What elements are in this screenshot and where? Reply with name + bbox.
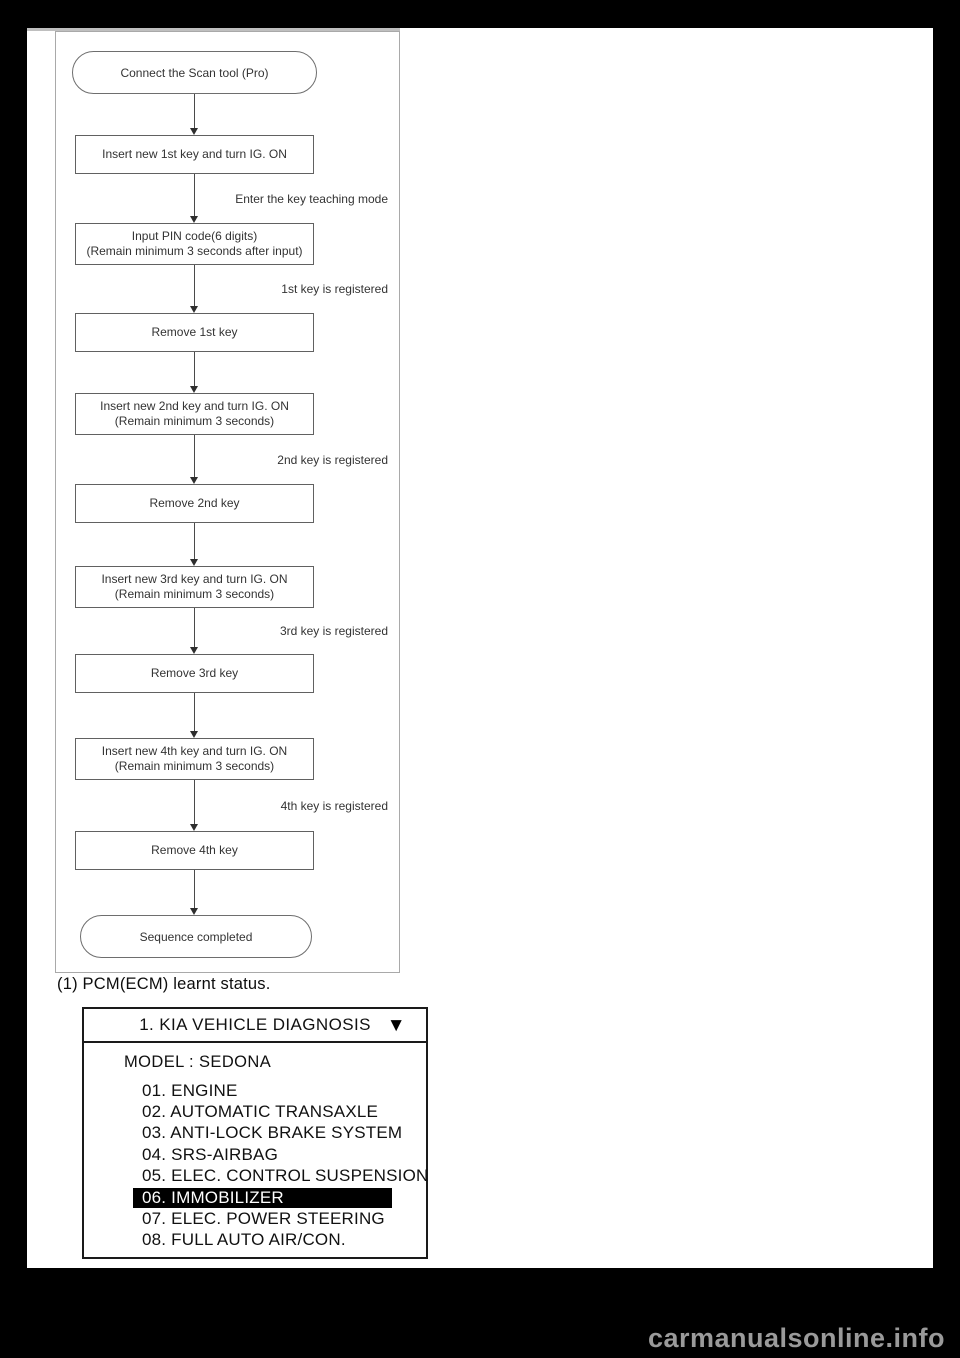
flow-step-label: Remove 1st key xyxy=(151,325,238,339)
flowchart-panel: Connect the Scan tool (Pro) Insert new 1… xyxy=(55,31,400,973)
flow-step-remove-1st-key: Remove 1st key xyxy=(75,313,314,352)
flow-note-3rd-key-registered: 3rd key is registered xyxy=(279,624,388,638)
menu-item-elec-control-suspension: 05. ELEC. CONTROL SUSPENSION xyxy=(142,1166,429,1186)
selected-menu-highlight: 06. IMMOBILIZER xyxy=(133,1187,392,1208)
flow-arrow: 4th key is registered xyxy=(56,780,399,831)
flow-step-label: Insert new 4th key and turn IG. ON xyxy=(101,744,288,758)
flow-step-label: Remove 3rd key xyxy=(150,666,239,680)
flow-arrow xyxy=(56,523,399,566)
flow-step-label: Insert new 2nd key and turn IG. ON xyxy=(100,399,289,413)
flow-step-insert-4th-key: Insert new 4th key and turn IG. ON (Rema… xyxy=(75,738,314,780)
flow-step-remove-2nd-key: Remove 2nd key xyxy=(75,484,314,523)
pcm-learnt-status-caption: (1) PCM(ECM) learnt status. xyxy=(57,975,271,993)
screen-title: 1. KIA VEHICLE DIAGNOSIS xyxy=(139,1015,371,1034)
menu-item-immobilizer-selected: 06. IMMOBILIZER xyxy=(133,1187,426,1208)
watermark: carmanualsonline.info xyxy=(647,1323,945,1353)
flow-arrow xyxy=(56,870,399,915)
flow-note-4th-key-registered: 4th key is registered xyxy=(280,798,388,813)
flow-arrow: 2nd key is registered xyxy=(56,435,399,484)
flow-step-label: Remove 2nd key xyxy=(149,496,240,510)
flow-step-label: Remove 4th key xyxy=(151,843,238,857)
flow-step-remove-4th-key: Remove 4th key xyxy=(75,831,314,870)
model-label: MODEL : SEDONA xyxy=(124,1053,272,1071)
menu-item-engine: 01. ENGINE xyxy=(142,1080,238,1100)
manual-page: Connect the Scan tool (Pro) Insert new 1… xyxy=(27,28,933,1268)
menu-item-full-auto-air-con: 08. FULL AUTO AIR/CON. xyxy=(142,1230,346,1250)
flow-note-1st-key-registered: 1st key is registered xyxy=(281,282,388,296)
flow-step-insert-1st-key: Insert new 1st key and turn IG. ON xyxy=(75,135,314,174)
scan-tool-screen: 1. KIA VEHICLE DIAGNOSIS ▼ MODEL : SEDON… xyxy=(82,1007,428,1259)
flow-step-insert-3rd-key: Insert new 3rd key and turn IG. ON (Rema… xyxy=(75,566,314,608)
flow-step-sublabel: (Remain minimum 3 seconds after input) xyxy=(86,244,303,258)
flow-arrow: Enter the key teaching mode xyxy=(56,174,399,223)
flow-step-label: Input PIN code(6 digits) xyxy=(131,229,258,243)
menu-item-anti-lock-brake-system: 03. ANTI-LOCK BRAKE SYSTEM xyxy=(142,1123,403,1143)
flow-end-node: Sequence completed xyxy=(80,915,312,958)
flow-arrow xyxy=(56,352,399,393)
menu-item-automatic-transaxle: 02. AUTOMATIC TRANSAXLE xyxy=(142,1102,379,1122)
flow-step-insert-2nd-key: Insert new 2nd key and turn IG. ON (Rema… xyxy=(75,393,314,435)
dropdown-arrow-icon: ▼ xyxy=(386,1015,406,1036)
flow-arrow: 3rd key is registered xyxy=(56,608,399,654)
flow-arrow: 1st key is registered xyxy=(56,265,399,313)
menu-item-elec-power-steering: 07. ELEC. POWER STEERING xyxy=(142,1209,385,1229)
flow-step-label: Insert new 1st key and turn IG. ON xyxy=(102,147,287,161)
flow-step-remove-3rd-key: Remove 3rd key xyxy=(75,654,314,693)
scan-edge-strip xyxy=(27,28,400,31)
flow-step-sublabel: (Remain minimum 3 seconds) xyxy=(114,759,275,773)
flow-note-enter-teaching-mode: Enter the key teaching mode xyxy=(235,191,388,206)
flow-note-2nd-key-registered: 2nd key is registered xyxy=(277,452,388,467)
screen-header: 1. KIA VEHICLE DIAGNOSIS ▼ xyxy=(84,1009,426,1043)
flow-step-input-pin-code: Input PIN code(6 digits) (Remain minimum… xyxy=(75,223,314,265)
menu-item-srs-airbag: 04. SRS-AIRBAG xyxy=(142,1144,279,1164)
flow-step-label: Insert new 3rd key and turn IG. ON xyxy=(101,572,288,586)
flow-arrow xyxy=(56,693,399,738)
flow-step-sublabel: (Remain minimum 3 seconds) xyxy=(114,587,275,601)
flow-start-node: Connect the Scan tool (Pro) xyxy=(72,51,317,94)
flow-step-sublabel: (Remain minimum 3 seconds) xyxy=(114,414,275,428)
diagnosis-menu: 01. ENGINE 02. AUTOMATIC TRANSAXLE 03. A… xyxy=(133,1080,429,1251)
flow-arrow xyxy=(56,94,399,135)
